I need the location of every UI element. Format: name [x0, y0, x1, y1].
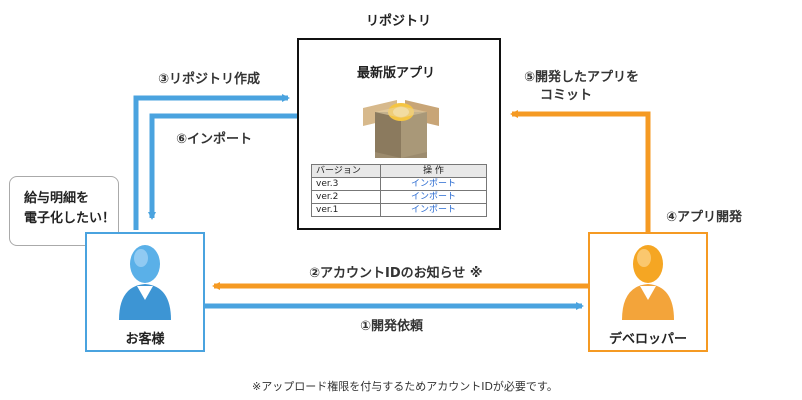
import-link[interactable]: インポート	[380, 190, 487, 204]
step-2-label: ②アカウントIDのお知らせ ※	[309, 266, 483, 281]
step-3-label: ③リポジトリ作成	[158, 72, 261, 87]
customer-speech-bubble: 給与明細を 電子化したい！	[9, 176, 119, 246]
bubble-line-1: 給与明細を	[24, 191, 90, 206]
version-cell: ver.1	[311, 203, 381, 217]
latest-app-label: 最新版アプリ	[357, 66, 436, 81]
step-6-label: ⑥インポート	[176, 132, 253, 147]
step-4-label: ④アプリ開発	[666, 210, 743, 225]
action-column-header: 操 作	[380, 164, 487, 178]
repository-title: リポジトリ	[366, 14, 432, 29]
arrow-import	[148, 113, 297, 220]
version-cell: ver.2	[311, 190, 381, 204]
customer-box: お客様	[85, 232, 205, 352]
developer-label: デベロッパー	[608, 332, 687, 347]
arrow-create-repository	[133, 94, 290, 230]
version-table: バージョン 操 作 ver.3 インポート ver.2 インポート ver.1 …	[311, 164, 487, 217]
version-column-header: バージョン	[311, 164, 381, 178]
app-box-icon	[363, 100, 439, 158]
bubble-line-2: 電子化したい！	[24, 211, 116, 226]
developer-person-icon	[622, 245, 674, 320]
step-5-label-line-2: コミット	[540, 88, 593, 103]
footnote: ※アップロード権限を付与するためアカウントIDが必要です。	[252, 380, 558, 393]
customer-label: お客様	[125, 332, 165, 347]
arrow-commit	[510, 110, 651, 232]
step-1-label: ①開発依頼	[360, 319, 424, 334]
table-row: ver.1 インポート	[311, 203, 487, 217]
developer-box: デベロッパー	[588, 232, 708, 352]
table-row: ver.3 インポート	[311, 177, 487, 191]
step-5-label-line-1: ⑤開発したアプリを	[524, 70, 640, 85]
import-link[interactable]: インポート	[380, 177, 487, 191]
table-row: ver.2 インポート	[311, 190, 487, 204]
customer-person-icon	[119, 245, 171, 320]
import-link[interactable]: インポート	[380, 203, 487, 217]
version-cell: ver.3	[311, 177, 381, 191]
repository-box: 最新版アプリ バージョン 操 作 ver.3 インポート ver.2 インポート	[297, 38, 501, 230]
